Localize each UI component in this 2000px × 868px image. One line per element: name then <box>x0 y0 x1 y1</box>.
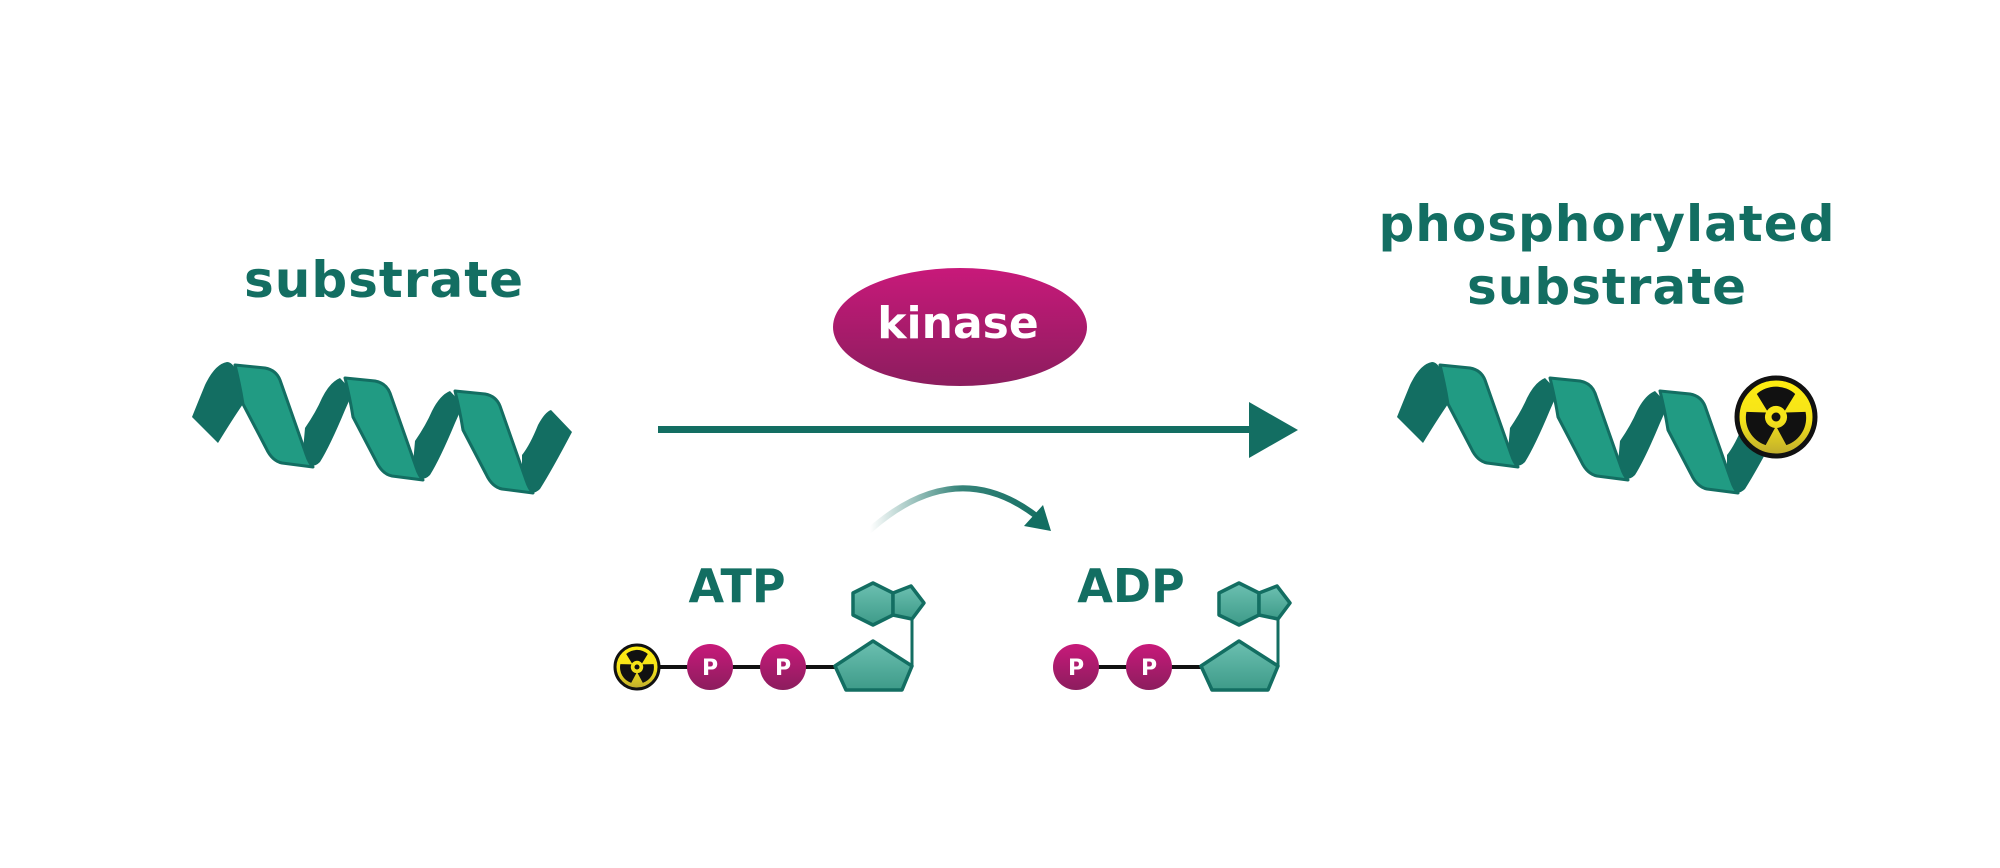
phosphorylated-substrate-group: phosphorylated substrate <box>1379 195 1836 495</box>
adenine-pentagon <box>1257 584 1292 621</box>
helix-turn-3 <box>453 389 535 495</box>
substrate-helix-icon <box>192 362 572 495</box>
adenine-pentagon <box>891 584 926 621</box>
adenine-hexagon <box>1217 581 1261 627</box>
phosphate-icon: P <box>1126 644 1172 690</box>
helix-turn-1 <box>233 363 315 469</box>
nucleoside-icon <box>833 581 926 692</box>
atp-to-adp-curved-arrow-icon <box>867 485 1051 533</box>
atp-group: ATP P P <box>613 559 926 692</box>
helix-turn-2 <box>1548 376 1630 482</box>
adp-label: ADP <box>1077 559 1185 613</box>
phosphate-icon: P <box>1053 644 1099 690</box>
ribose-pentagon <box>833 639 914 692</box>
helix-turn-2 <box>343 376 425 482</box>
svg-text:P: P <box>775 656 791 681</box>
adp-group: ADP P P <box>1053 559 1292 692</box>
substrate-group: substrate <box>192 251 572 495</box>
reaction-arrow-icon <box>658 402 1298 458</box>
svg-text:P: P <box>702 656 718 681</box>
phosphate-icon: P <box>687 644 733 690</box>
helix-turn-1 <box>1438 363 1520 469</box>
helix-turn-3 <box>1658 389 1740 495</box>
product-label-line2: substrate <box>1467 258 1747 316</box>
kinase-ellipse <box>833 268 1087 386</box>
radioactive-icon <box>613 643 661 691</box>
product-label-line1: phosphorylated <box>1379 195 1836 253</box>
radioactive-icon <box>1734 375 1818 459</box>
phosphate-icon: P <box>760 644 806 690</box>
helix-back-strand <box>192 362 243 443</box>
nucleoside-icon <box>1199 581 1292 692</box>
svg-text:P: P <box>1068 656 1084 681</box>
atp-label: ATP <box>688 559 785 613</box>
adenine-hexagon <box>851 581 895 627</box>
kinase-enzyme: kinase <box>833 268 1087 386</box>
product-helix-icon <box>1397 362 1777 495</box>
kinase-label: kinase <box>877 298 1038 349</box>
svg-text:P: P <box>1141 656 1157 681</box>
ribose-pentagon <box>1199 639 1280 692</box>
substrate-label: substrate <box>244 251 524 309</box>
